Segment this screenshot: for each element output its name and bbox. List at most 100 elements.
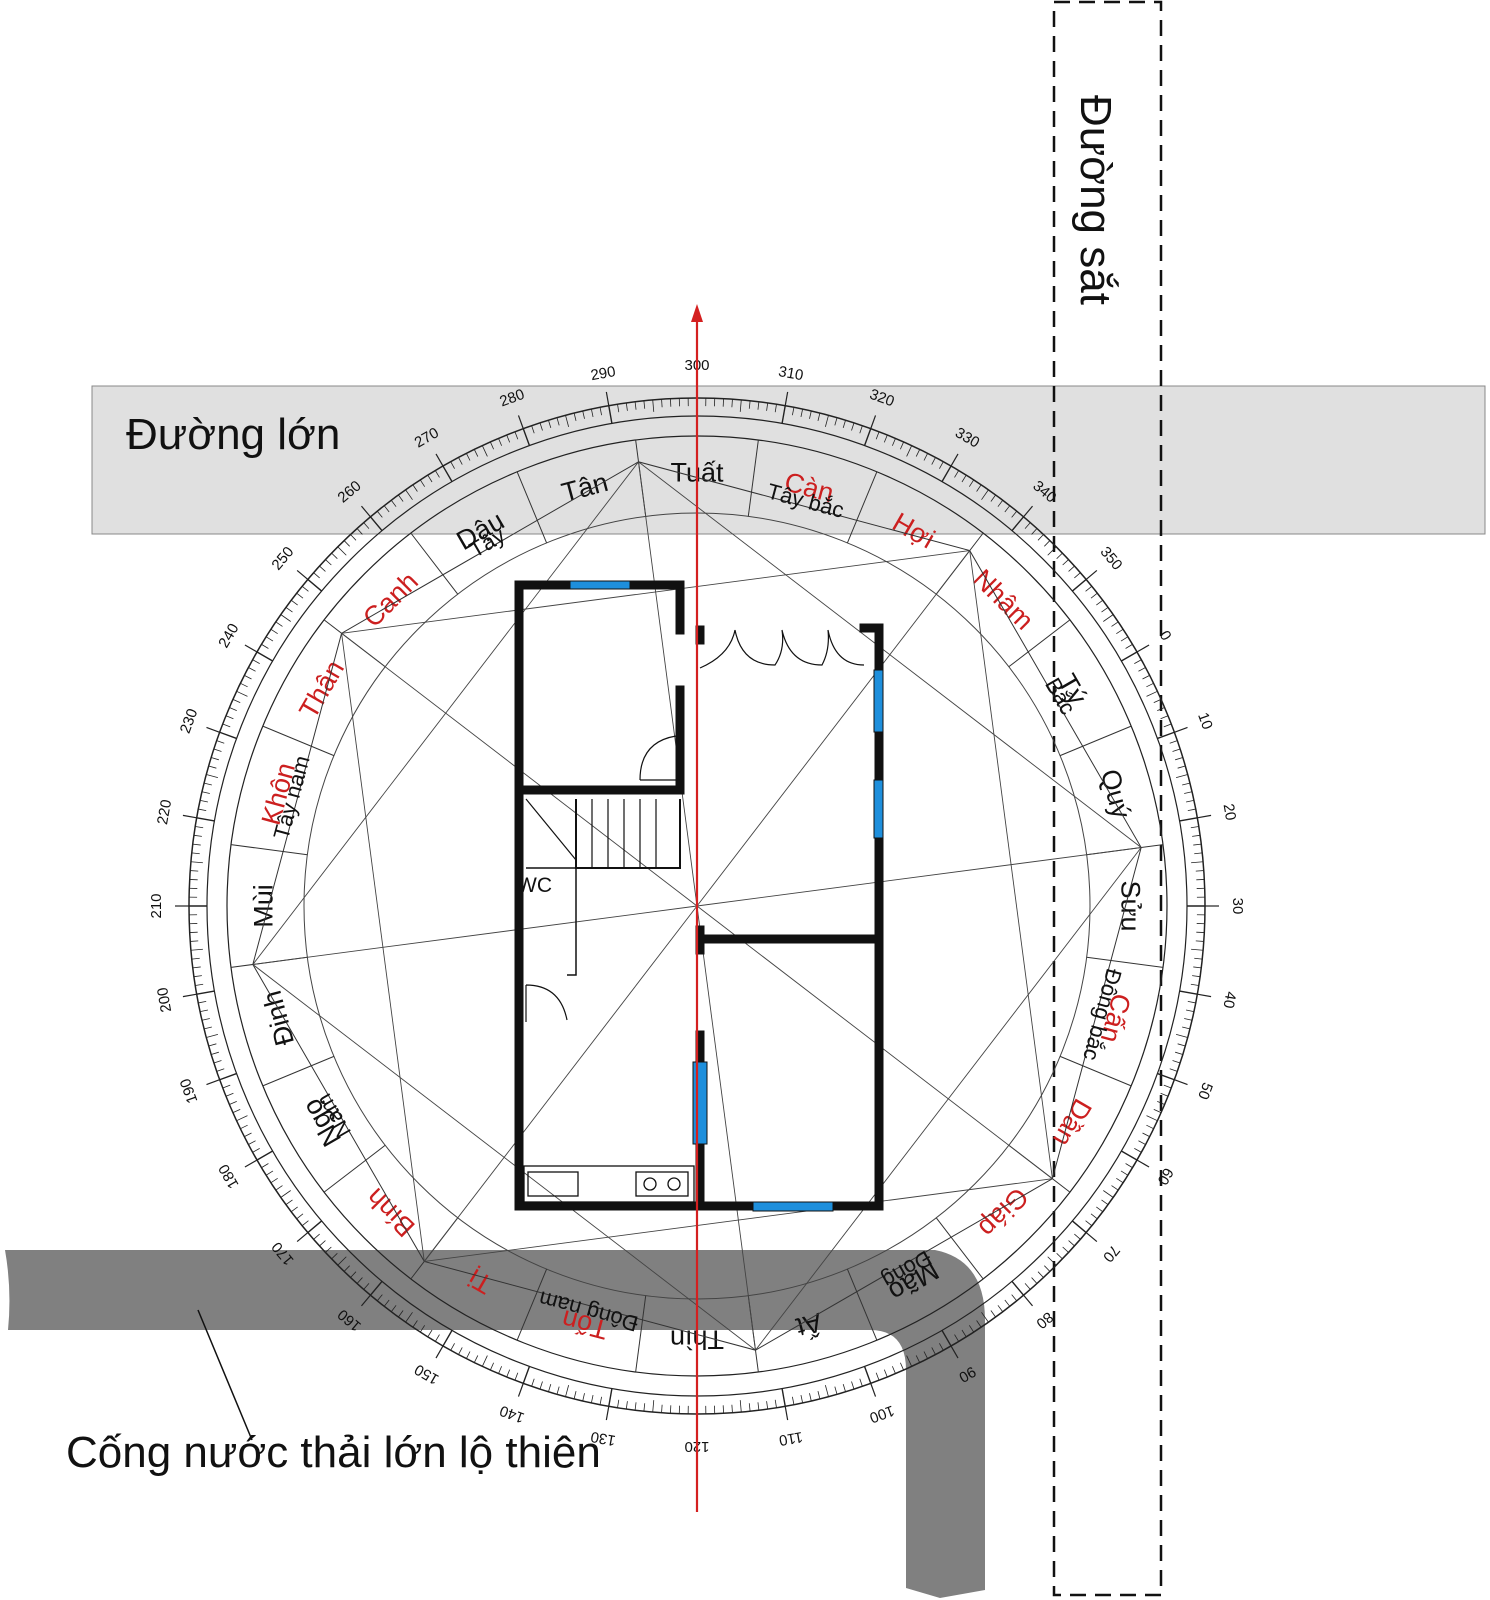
- compass-major-tick: [1023, 1294, 1033, 1307]
- compass-tick: [1163, 723, 1172, 728]
- compass-tick: [608, 1388, 613, 1407]
- compass-tick: [617, 1399, 620, 1408]
- degree-label: 140: [497, 1402, 526, 1427]
- compass-tick: [442, 1330, 453, 1347]
- compass-major-tick: [206, 1079, 220, 1086]
- compass-major-tick: [182, 814, 197, 819]
- compass-tick: [573, 1391, 577, 1400]
- compass-tick: [531, 425, 535, 434]
- open-drain: [5, 1250, 985, 1598]
- compass-tick: [1182, 1026, 1191, 1030]
- compass-tick: [1011, 1294, 1018, 1302]
- compass-tick: [419, 1325, 426, 1333]
- compass-tick: [196, 817, 215, 822]
- degree-label: 200: [154, 986, 175, 1014]
- compass-tick: [270, 1177, 278, 1184]
- compass-major-tick: [361, 1294, 371, 1307]
- compass-tick: [954, 1334, 959, 1342]
- compass-major-tick: [1197, 993, 1212, 998]
- degree-label: 190: [177, 1076, 202, 1105]
- compass-tick: [875, 1372, 880, 1381]
- bagua-radial-line: [696, 905, 756, 1351]
- compass-tick: [390, 500, 397, 507]
- compass-tick: [643, 1403, 646, 1412]
- window-right-1: [873, 669, 884, 733]
- mountain-divider: [262, 725, 335, 757]
- compass-tick: [863, 1366, 872, 1384]
- compass-tick: [383, 1299, 390, 1307]
- compass-tick: [222, 723, 231, 728]
- compass-tick: [1190, 826, 1199, 829]
- mountain-divider: [516, 1268, 548, 1341]
- compass-tick: [573, 412, 577, 421]
- compass-tick: [1192, 834, 1201, 837]
- compass-tick: [1179, 817, 1198, 822]
- compass-tick: [1044, 1265, 1051, 1272]
- compass-major-tick: [1136, 1159, 1150, 1168]
- compass-tick: [201, 1018, 210, 1021]
- compass-tick: [265, 636, 274, 642]
- compass-major-tick: [1197, 814, 1212, 819]
- compass-major-tick: [784, 391, 789, 406]
- compass-tick: [1146, 690, 1158, 697]
- compass-tick: [1191, 948, 1204, 951]
- compass-tick: [1192, 975, 1201, 978]
- compass-major-tick: [870, 1383, 877, 1397]
- compass-tick: [1037, 534, 1044, 541]
- compass-tick: [824, 1384, 829, 1397]
- compass-tick: [1195, 940, 1204, 942]
- compass-tick: [565, 415, 570, 428]
- compass-tick: [296, 1213, 304, 1220]
- compass-tick: [363, 522, 370, 529]
- compass-tick: [248, 1140, 256, 1145]
- compass-tick: [522, 1366, 531, 1384]
- compass-tick: [863, 428, 872, 446]
- compass-tick: [1138, 667, 1146, 672]
- compass-tick: [661, 399, 663, 408]
- mountain-divider: [935, 1217, 984, 1280]
- compass-tick: [565, 1384, 570, 1397]
- compass-tick: [906, 445, 913, 457]
- compass-tick: [356, 528, 363, 535]
- compass-tick: [405, 489, 413, 500]
- compass-tick: [458, 457, 463, 465]
- compass-tick: [915, 449, 921, 457]
- compass-tick: [766, 402, 769, 411]
- compass-tick: [240, 1124, 248, 1130]
- compass-tick: [296, 592, 304, 599]
- mountain-divider: [323, 1144, 386, 1193]
- degree-label: 350: [1097, 544, 1126, 574]
- compass-tick: [206, 1033, 219, 1038]
- degree-label: 40: [1219, 990, 1239, 1009]
- drain-pointer: [197, 1309, 253, 1441]
- compass-tick: [350, 534, 357, 541]
- compass-tick: [1175, 1051, 1183, 1055]
- compass-tick: [1184, 1018, 1193, 1021]
- compass-tick: [275, 1185, 283, 1191]
- compass-tick: [1111, 621, 1119, 627]
- bagua-radial-line: [252, 905, 698, 965]
- compass-tick: [1187, 808, 1196, 811]
- compass-tick: [792, 407, 795, 416]
- bagua-radial-line: [638, 461, 698, 907]
- compass-tick: [590, 409, 594, 418]
- compass-tick: [800, 1394, 804, 1403]
- mountain-divider: [747, 439, 759, 517]
- compass-tick: [219, 1072, 237, 1081]
- compass-tick: [498, 438, 503, 446]
- compass-tick: [196, 990, 215, 995]
- compass-tick: [356, 1277, 363, 1284]
- compass-tick: [291, 599, 298, 606]
- compass-tick: [757, 1402, 760, 1411]
- compass-tick: [225, 1092, 234, 1097]
- compass-major-tick: [950, 453, 959, 467]
- compass-ring: 0102030405060708090100110120130140150160…: [148, 357, 1246, 1455]
- compass-tick: [208, 765, 217, 769]
- compass-tick: [875, 431, 880, 440]
- compass-tick: [244, 675, 252, 680]
- compass-tick: [883, 434, 888, 443]
- compass-tick: [390, 1305, 397, 1312]
- compass-tick: [766, 1401, 769, 1410]
- mountain-label: Canh: [357, 566, 424, 633]
- compass-tick: [1172, 748, 1181, 752]
